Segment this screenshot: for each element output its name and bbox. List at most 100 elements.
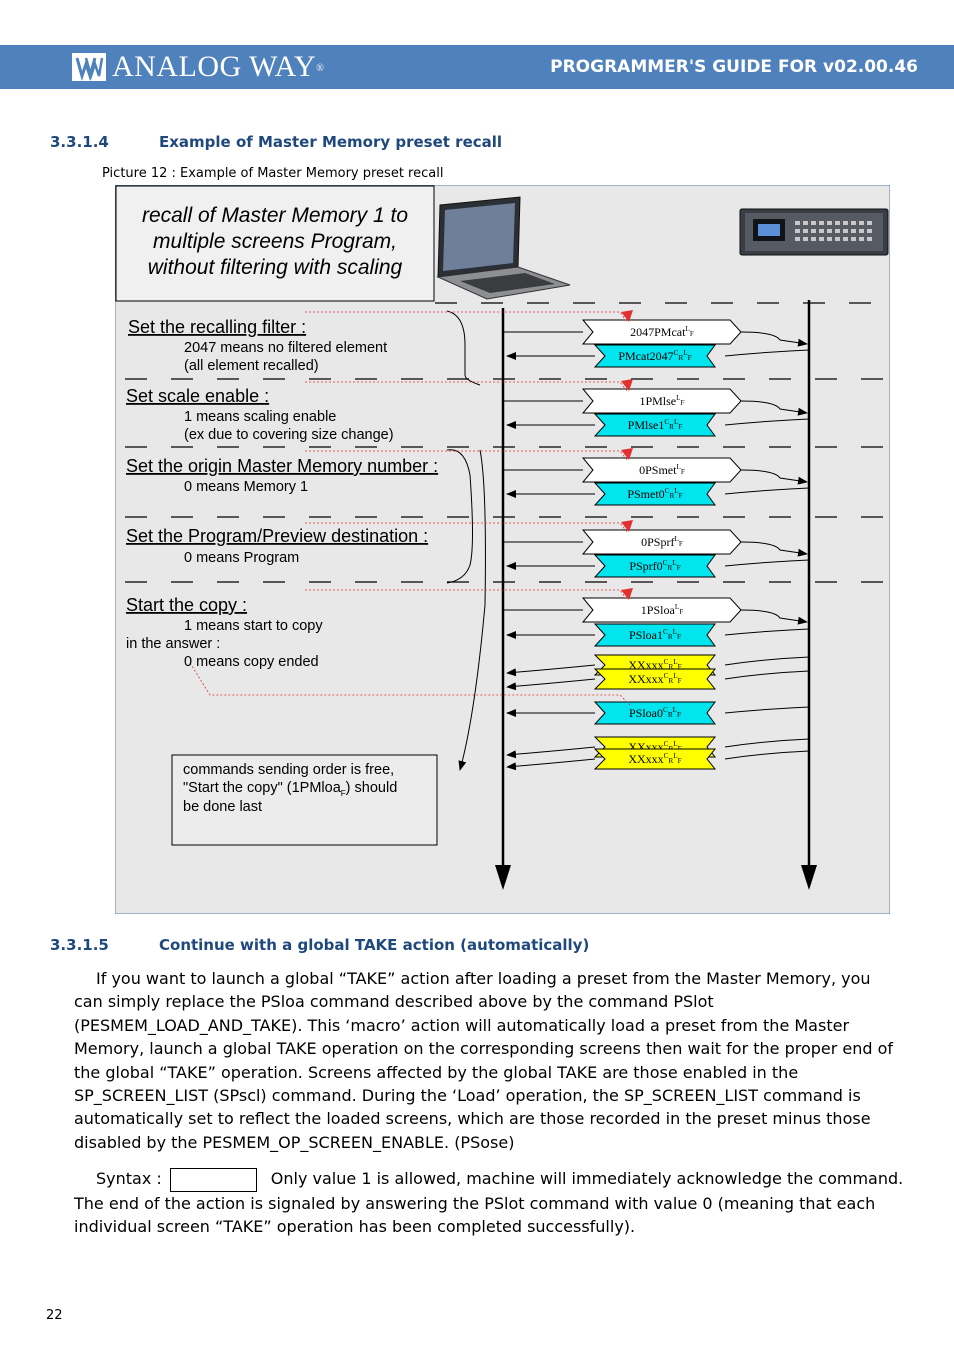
syntax-paragraph: Syntax :Only value 1 is allowed, machine… (74, 1167, 904, 1238)
intermediate-response: XXxxxCRLF (506, 748, 810, 771)
message-label: PSloa1CRLF (629, 628, 681, 642)
leader-line (305, 450, 628, 461)
step-detail: 1 means scaling enable (184, 409, 336, 425)
message-label: PSmet0CRLF (627, 487, 682, 501)
leader-line (305, 381, 628, 392)
section-title: Continue with a global TAKE action (auto… (159, 936, 590, 954)
command-message: 0PSmetLF (305, 448, 808, 485)
response-message: PSmet0CRLF (506, 482, 810, 506)
command-message: 1PSloaLF (305, 588, 808, 625)
device-button-icon (859, 221, 864, 225)
device-button-icon (803, 229, 808, 233)
note-line: "Start the copy" (1PMloaF) should (183, 780, 397, 798)
message-label: PSloa0CRLF (629, 706, 681, 720)
step-title: Set the recalling filter : (128, 317, 306, 337)
body-paragraph: If you want to launch a global “TAKE” ac… (74, 969, 894, 1152)
device-button-icon (867, 229, 872, 233)
message-label: 2047PMcatLF (630, 325, 694, 339)
page-header: ANALOG WAY® PROGRAMMER'S GUIDE FOR v02.0… (0, 45, 954, 89)
message-label: XXxxxCRLF (628, 752, 681, 766)
response-message: PSprf0CRLF (506, 554, 810, 578)
command-message: 2047PMcatLF (305, 310, 808, 347)
note-line: commands sending order is free, (183, 762, 394, 778)
syntax-label: Syntax : (96, 1169, 162, 1188)
step-title: Set scale enable : (126, 386, 269, 406)
command-box (581, 457, 742, 483)
syntax-text: Only value 1 is allowed, machine will im… (74, 1169, 904, 1236)
diagram-title-line: without filtering with scaling (148, 256, 403, 279)
step-detail: 0 means Memory 1 (184, 479, 308, 495)
leader-line (305, 589, 628, 601)
yellow-response-box (593, 668, 717, 690)
diagram-title-line: multiple screens Program, (153, 230, 397, 253)
message-label: PMcat2047CRLF (618, 349, 691, 363)
command-box (581, 388, 742, 414)
command-message: 0PSprfLF (305, 520, 808, 557)
step-detail: 0 means Program (184, 550, 299, 566)
sequence-diagram: recall of Master Memory 1 to multiple sc… (114, 184, 891, 915)
device-button-icon (795, 237, 800, 241)
device-button-icon (827, 229, 832, 233)
device-button-icon (859, 237, 864, 241)
response-message: PMlse1CRLF (506, 413, 810, 437)
device-button-icon (795, 221, 800, 225)
leader-line (305, 311, 628, 323)
response-box (593, 623, 716, 647)
message-label: PSprf0CRLF (629, 559, 680, 573)
response-box (593, 413, 716, 437)
device-button-icon (803, 237, 808, 241)
device-button-icon (859, 229, 864, 233)
device-button-icon (803, 221, 808, 225)
device-button-icon (851, 221, 856, 225)
device-button-icon (851, 237, 856, 241)
section-number: 3.3.1.4 (50, 133, 109, 151)
device-button-icon (827, 221, 832, 225)
response-box (593, 554, 716, 578)
device-button-icon (843, 237, 848, 241)
message-label: 1PSloaLF (641, 603, 683, 617)
device-icon (739, 208, 889, 256)
laptop-icon (436, 196, 571, 300)
leader-line (305, 522, 628, 533)
message-label: 0PSprfLF (641, 535, 683, 549)
section-number: 3.3.1.5 (50, 936, 109, 954)
response-message: PSloa0CRLF (506, 701, 810, 725)
command-message: 1PMlseLF (305, 379, 808, 416)
response-box (593, 344, 716, 368)
device-button-icon (811, 221, 816, 225)
device-button-icon (843, 221, 848, 225)
device-button-icon (819, 221, 824, 225)
yellow-response-box (593, 748, 717, 770)
answer-label: in the answer : (126, 636, 220, 652)
page-number: 22 (46, 1308, 63, 1323)
step-title: Set the origin Master Memory number : (126, 456, 438, 476)
note-line: be done last (183, 799, 262, 815)
step-annotation: Set the recalling filter :2047 means no … (128, 317, 387, 374)
step-detail: (ex due to covering size change) (184, 427, 394, 443)
message-label: XXxxxCRLF (628, 672, 681, 686)
command-box (581, 529, 742, 555)
device-button-icon (819, 237, 824, 241)
step-detail: (all element recalled) (184, 358, 319, 374)
response-box (593, 701, 716, 725)
message-label: 0PSmetLF (639, 463, 685, 477)
command-box (581, 597, 742, 623)
step-detail: 1 means start to copy (184, 618, 323, 634)
device-button-icon (795, 229, 800, 233)
step-annotation: Start the copy :1 means start to copy (126, 595, 323, 634)
device-button-icon (843, 229, 848, 233)
step-annotation: Set scale enable : 1 means scaling enable… (126, 386, 394, 443)
section-heading-3-3-1-5: 3.3.1.5 Continue with a global TAKE actio… (50, 936, 589, 954)
device-button-icon (819, 229, 824, 233)
device-button-icon (867, 221, 872, 225)
device-button-icon (827, 237, 832, 241)
message-label: PMlse1CRLF (628, 418, 683, 432)
device-button-icon (835, 229, 840, 233)
diagram-title-line: recall of Master Memory 1 to (142, 204, 408, 227)
command-box (581, 319, 742, 345)
step-annotation: Set the origin Master Memory number : 0 m… (126, 456, 438, 495)
device-button-icon (835, 237, 840, 241)
diagram-title-box (115, 185, 435, 302)
figure-caption: Picture 12 : Example of Master Memory pr… (102, 166, 444, 181)
